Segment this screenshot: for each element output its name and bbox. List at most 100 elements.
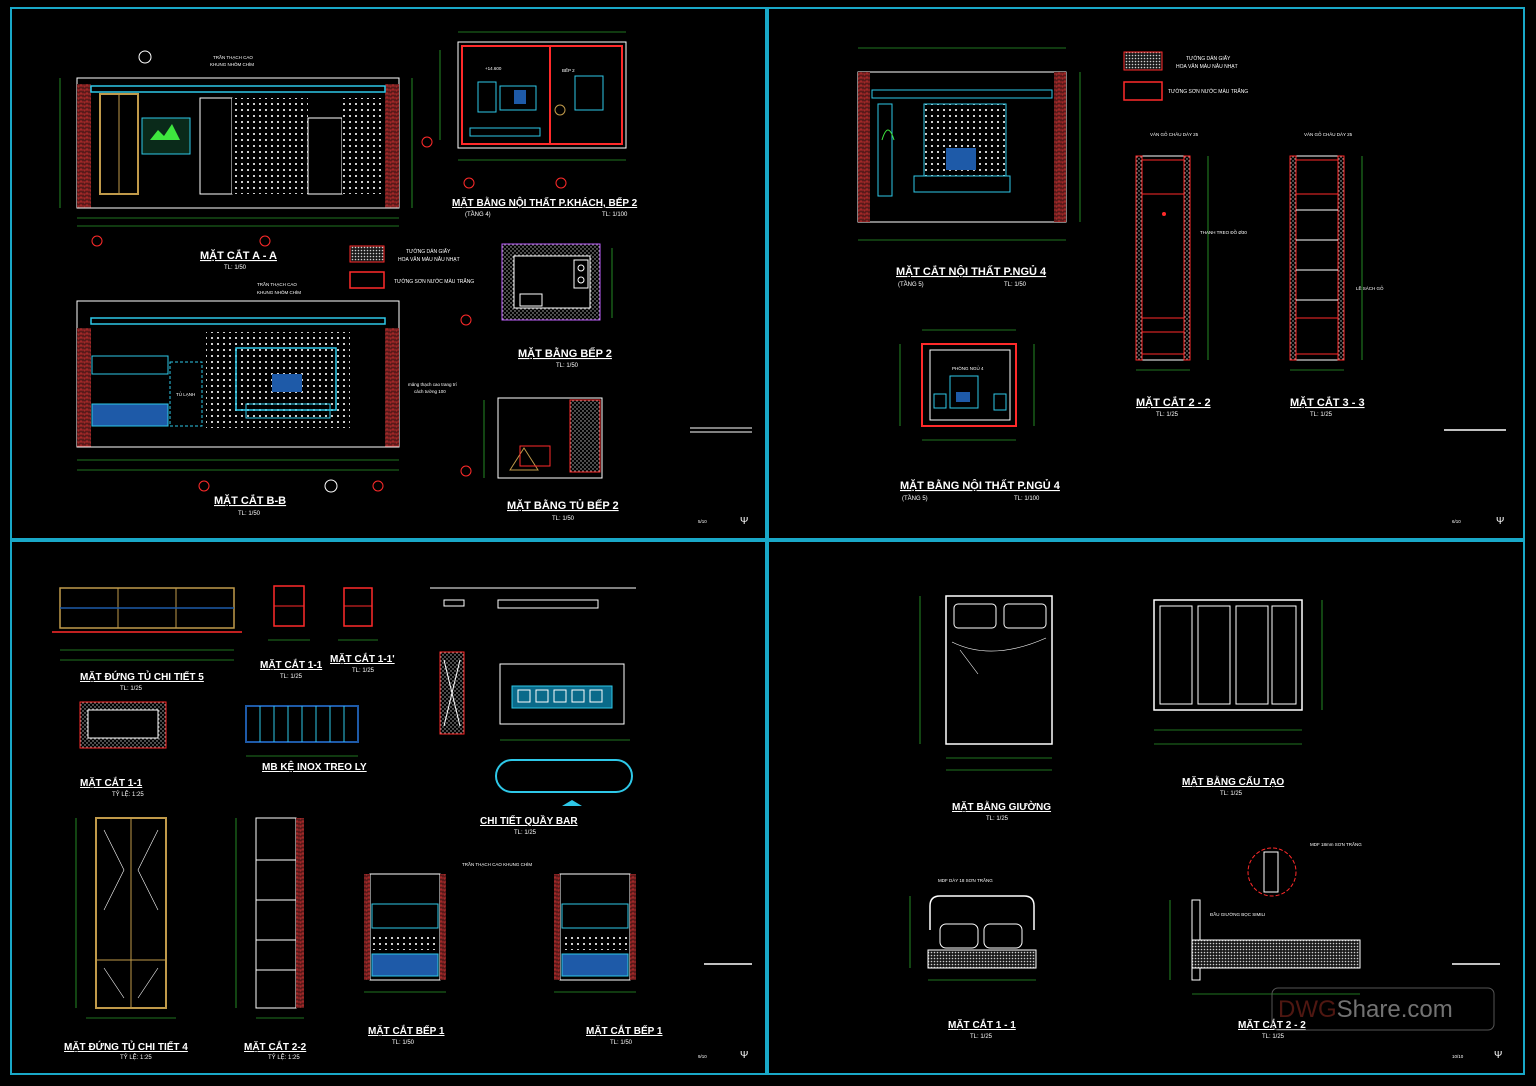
plan-cabinet2-title: MẶT BẰNG TỦ BẾP 2 <box>507 499 619 512</box>
sec-11a-title: MẶT CẮT 1-1 <box>260 658 323 671</box>
plan-living-level: +14.600 <box>485 66 502 71</box>
section-22-scale: TL: 1/25 <box>1156 412 1179 418</box>
panel-top-left: TRẦN THẠCH CAO KHUNG NHÔM CHÌM MẶT CẮT A… <box>59 31 752 527</box>
bed-plan-drawing <box>919 595 1053 771</box>
section-22-note-2: THANH TREO ĐỒ Ø30 <box>1200 229 1247 235</box>
section-aa-scale: TL: 1/50 <box>224 265 247 271</box>
watermark-box <box>1271 987 1495 1031</box>
panel-bottom-right: MẶT BẰNG GIƯỜNG TL: 1/25 MẶT BẰNG CẤU TẠ… <box>909 595 1502 1061</box>
plan-kitchen2-drawing <box>460 243 613 326</box>
bar-detail-drawing <box>430 587 636 806</box>
section-bb-wall-note-1: mảng thạch cao trang trí <box>408 382 458 387</box>
cabinet-elev4-scale: TỶ LỆ: 1:25 <box>120 1053 152 1061</box>
north-mark-br: Ψ <box>1494 1050 1502 1061</box>
plan-living-kitchen-drawing <box>421 31 627 189</box>
sec-11c-title: MẶT CẮT 1-1 <box>80 776 143 789</box>
section-bb-drawing <box>76 300 400 493</box>
kitchen-sec-a-scale: TL: 1/50 <box>392 1040 415 1046</box>
sec-22-title: MẶT CẮT 2-2 <box>244 1040 307 1053</box>
bed-sec11-drawing <box>909 895 1037 981</box>
glass-rack-title: MB KỆ INOX TREO LY <box>262 760 367 773</box>
cabinet-elev5-drawing <box>52 587 242 661</box>
panel-bottom-left: MẶT ĐỨNG TỦ CHI TIẾT 5 TL: 1/25 MẶT CẮT … <box>52 585 752 1061</box>
bed-sec22-note-1: MDF 18mm SƠN TRẮNG <box>1310 840 1362 847</box>
sheet-number-br: 10/10 <box>1452 1054 1464 1059</box>
section-bb-ceiling-note-1: TRẦN THẠCH CAO <box>257 281 297 287</box>
section-33-scale: TL: 1/25 <box>1310 412 1333 418</box>
watermark: DWGShare.com <box>1278 996 1453 1023</box>
plan-kitchen2-title: MẶT BẰNG BẾP 2 <box>518 347 612 360</box>
sec-11c-scale: TỶ LỆ: 1:25 <box>112 790 144 798</box>
section-bedroom-drawing <box>857 47 1081 241</box>
section-bb-fridge: TỦ LẠNH <box>176 391 195 397</box>
bed-plan-title: MẶT BẰNG GIƯỜNG <box>952 800 1051 813</box>
struct-plan-drawing <box>1153 599 1323 745</box>
plan-bedroom-drawing <box>899 329 1035 441</box>
section-bb-scale: TL: 1/50 <box>238 511 261 517</box>
plan-living-kitchen-title: MẶT BẰNG NỘI THẤT P.KHÁCH, BẾP 2 <box>452 196 638 209</box>
legend-white-paint: TƯỜNG SƠN NƯỚC MÀU TRẮNG <box>394 277 474 285</box>
section-aa-drawing <box>59 50 413 247</box>
section-33-note-1: VÁN GỖ CHÂU DÀY 25 <box>1304 131 1353 137</box>
section-aa-ceiling-note-1: TRẦN THẠCH CAO <box>213 54 253 60</box>
section-22-title: MẶT CẮT 2 - 2 <box>1136 396 1211 409</box>
sheet-number-bl: 9/10 <box>698 1054 707 1059</box>
legend-wallpaper-line-1: TƯỜNG DÁN GIẤY <box>406 248 451 255</box>
sec-11b-title: MẶT CẮT 1-1' <box>330 652 395 665</box>
sec-22-scale: TỶ LỆ: 1:25 <box>268 1053 300 1061</box>
cabinet-elev4-title: MẶT ĐỨNG TỦ CHI TIẾT 4 <box>64 1040 188 1053</box>
cabinet-elev5-title: MẶT ĐỨNG TỦ CHI TIẾT 5 <box>80 670 204 683</box>
bed-sec22-drawing <box>1169 847 1361 995</box>
kitchen-ceiling-note: TRẦN THẠCH CAO KHUNG CHÌM <box>462 861 532 867</box>
plan-living-kitchen-floor: (TẦNG 4) <box>465 211 491 218</box>
section-bb-ceiling-note-2: KHUNG NHÔM CHÌM <box>257 289 301 295</box>
bar-detail-scale: TL: 1/25 <box>514 830 537 836</box>
bed-sec22-scale: TL: 1/25 <box>1262 1034 1285 1040</box>
cabinet-elev5-scale: TL: 1/25 <box>120 686 143 692</box>
plan-bedroom-floor: (TẦNG 5) <box>902 495 928 502</box>
north-mark-tl: Ψ <box>740 516 748 527</box>
sec-11c-drawing <box>79 701 167 749</box>
sec-11b-scale: TL: 1/25 <box>352 668 375 674</box>
section-bedroom-scale: TL: 1/50 <box>1004 282 1027 288</box>
section-22-note-1: VÁN GỖ CHÂU DÀY 25 <box>1150 131 1199 137</box>
sheet-frames <box>10 7 1525 1075</box>
sheet-number-tl: 5/10 <box>698 519 707 524</box>
legend-top-right <box>1123 51 1163 101</box>
section-bb-title: MẶT CẮT B-B <box>214 494 286 507</box>
kitchen-sections-drawing <box>364 873 636 993</box>
kitchen-sec-b-title: MẶT CẮT BẾP 1 <box>586 1024 663 1037</box>
watermark-part-2: Share.com <box>1337 996 1453 1023</box>
legend-tr-wallpaper-line-2: HOA VĂN MÀU NÂU NHẠT <box>1176 63 1238 70</box>
struct-plan-scale: TL: 1/25 <box>1220 791 1243 797</box>
plan-bedroom-room-label: PHÒNG NGỦ 4 <box>952 365 984 371</box>
kitchen-sec-b-scale: TL: 1/50 <box>610 1040 633 1046</box>
section-aa-ceiling-note-2: KHUNG NHÔM CHÌM <box>210 61 254 67</box>
bed-plan-scale: TL: 1/25 <box>986 816 1009 822</box>
plan-bedroom-title: MẶT BẰNG NỘI THẤT P.NGỦ 4 <box>900 479 1061 492</box>
bed-sec22-note-2: ĐẦU GIƯỜNG BỌC SIMILI <box>1210 911 1265 917</box>
section-bb-wall-note-2: cách tường 100 <box>414 389 446 394</box>
bed-sec11-scale: TL: 1/25 <box>970 1034 993 1040</box>
sec-11a-drawing <box>268 585 310 641</box>
plan-bedroom-scale: TL: 1/100 <box>1014 496 1040 502</box>
bed-sec11-title: MẶT CẮT 1 - 1 <box>948 1018 1016 1031</box>
legend-wallpaper-line-2: HOA VĂN MÀU NÂU NHẠT <box>398 256 460 263</box>
section-33-drawing <box>1289 155 1363 371</box>
bar-detail-title: CHI TIẾT QUẦY BAR <box>480 814 578 827</box>
plan-living-kitchen-scale: TL: 1/100 <box>602 212 628 218</box>
section-33-title: MẶT CẮT 3 - 3 <box>1290 396 1365 409</box>
sec-11a-scale: TL: 1/25 <box>280 674 303 680</box>
sheet-number-tr: 6/10 <box>1452 519 1461 524</box>
section-bedroom-title: MẶT CẮT NỘI THẤT P.NGỦ 4 <box>896 265 1047 278</box>
sec-22-drawing <box>235 817 304 1019</box>
title-block-mark-tl <box>690 427 752 433</box>
struct-plan-title: MẶT BẰNG CẤU TẠO <box>1182 775 1284 788</box>
glass-rack-drawing <box>245 705 359 757</box>
kitchen-sec-a-title: MẶT CẮT BẾP 1 <box>368 1024 445 1037</box>
watermark-part-1: DWG <box>1278 996 1337 1023</box>
legend-top-left <box>349 245 385 289</box>
legend-tr-white-paint: TƯỜNG SƠN NƯỚC MÀU TRẮNG <box>1168 87 1248 95</box>
sec-11b-drawing <box>338 587 378 641</box>
